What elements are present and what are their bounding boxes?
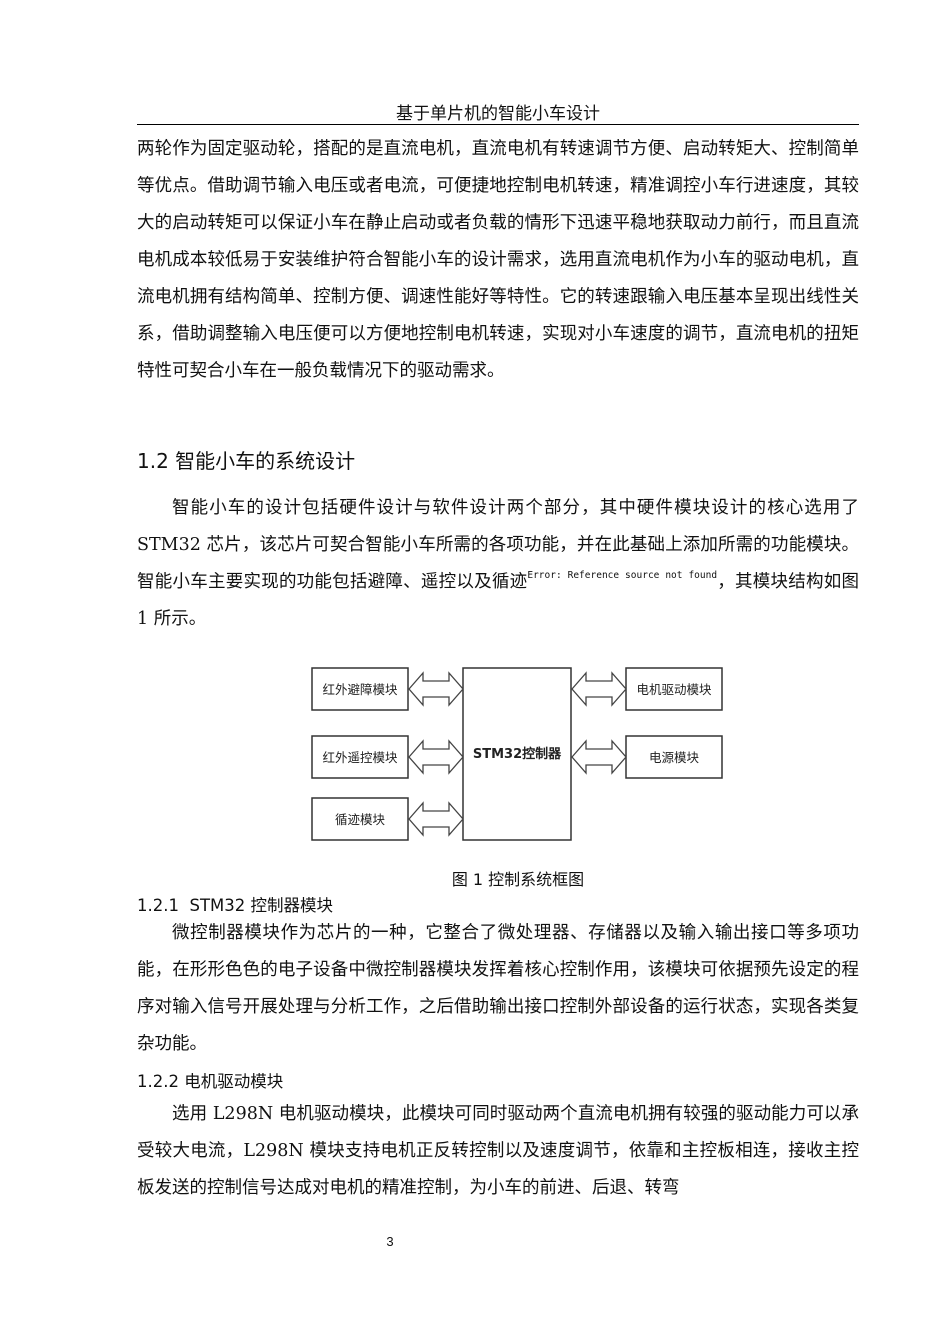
double-arrow-icon: [571, 672, 627, 706]
box-line-tracking: [311, 797, 409, 841]
paragraph-dc-motor: 两轮作为固定驱动轮，搭配的是直流电机，直流电机有转速调节方便、启动转矩大、控制简…: [137, 139, 859, 381]
header-rule: [137, 124, 859, 125]
double-arrow-icon: [408, 740, 464, 774]
label-ir-obstacle: 红外避障模块: [322, 682, 398, 697]
paragraph-system-design-text: 智能小车的设计包括硬件设计与软件设计两个部分，其中硬件模块设计的核心选用了 ST…: [137, 498, 859, 592]
paragraph-motor-driver: 选用 L298N 电机驱动模块，此模块可同时驱动两个直流电机拥有较强的驱动能力可…: [137, 1104, 859, 1198]
label-line-tracking: 循迹模块: [335, 812, 386, 827]
subsection-heading-1-2-1: 1.2.1 STM32 控制器模块: [137, 894, 333, 918]
subsection-number: 1.2.1: [137, 896, 179, 915]
label-motor-driver: 电机驱动模块: [636, 682, 712, 697]
control-system-diagram: 红外避障模块 红外遥控模块 循迹模块 STM32控制器 电机驱动模块 电源模块: [311, 667, 723, 841]
figure-caption: 图 1 控制系统框图: [451, 870, 585, 889]
subsection-title: STM32 控制器模块: [189, 896, 334, 915]
page-number: 3: [386, 1234, 394, 1249]
double-arrow-icon: [408, 672, 464, 706]
double-arrow-icon: [571, 740, 627, 774]
label-stm32-controller: STM32控制器: [473, 746, 562, 762]
box-ir-remote: [311, 735, 409, 779]
box-power: [625, 735, 723, 779]
label-ir-remote: 红外遥控模块: [322, 750, 398, 765]
reference-error: Error: Reference source not found: [527, 570, 718, 581]
paragraph-system-design: 智能小车的设计包括硬件设计与软件设计两个部分，其中硬件模块设计的核心选用了 ST…: [137, 490, 859, 638]
box-motor-driver: [625, 667, 723, 711]
paragraph-system-design-tail: ，其模块结构如图 1 所示。: [137, 572, 860, 629]
section-heading-1-2: 1.2 智能小车的系统设计: [137, 449, 356, 473]
box-ir-obstacle: [311, 667, 409, 711]
double-arrow-icon: [408, 802, 464, 836]
label-power: 电源模块: [649, 750, 700, 765]
paragraph-mcu-module: 微控制器模块作为芯片的一种，它整合了微处理器、存储器以及输入输出接口等多项功能，…: [137, 923, 859, 1054]
box-stm32-controller: [462, 667, 572, 841]
subsection-heading-1-2-2: 1.2.2 电机驱动模块: [137, 1072, 284, 1091]
header-title: 基于单片机的智能小车设计: [396, 104, 600, 124]
